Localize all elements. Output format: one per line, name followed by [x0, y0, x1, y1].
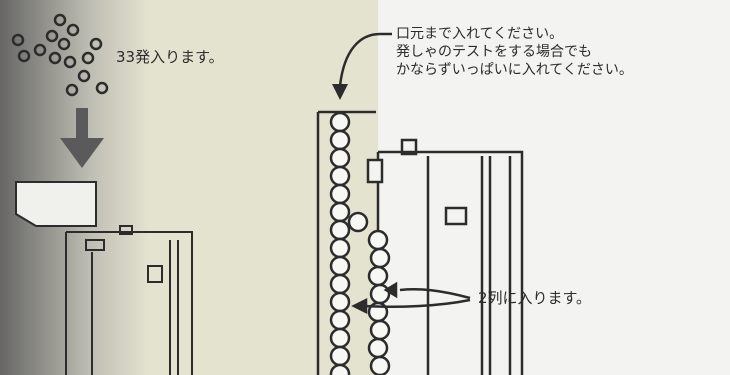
instruction-line-1: 口元まで入れてください。 — [396, 26, 564, 42]
right-panel — [378, 0, 730, 375]
pointer-arrow-icon — [351, 281, 471, 315]
two-rows-label: 2列に入ります。 — [478, 289, 592, 307]
bb-count-label: 33発入ります。 — [116, 48, 224, 66]
bb-column-left — [329, 111, 369, 375]
curved-arrow-icon — [332, 32, 392, 100]
bb-column-right — [367, 229, 391, 375]
instruction-line-2: 発しゃのテストをする場合でも — [396, 44, 592, 60]
down-arrow-icon — [60, 108, 104, 168]
magazine-icon — [15, 181, 193, 375]
instruction-line-3: かならずいっぱいに入れてください。 — [396, 62, 633, 78]
bb-pellets-icon — [11, 13, 109, 97]
